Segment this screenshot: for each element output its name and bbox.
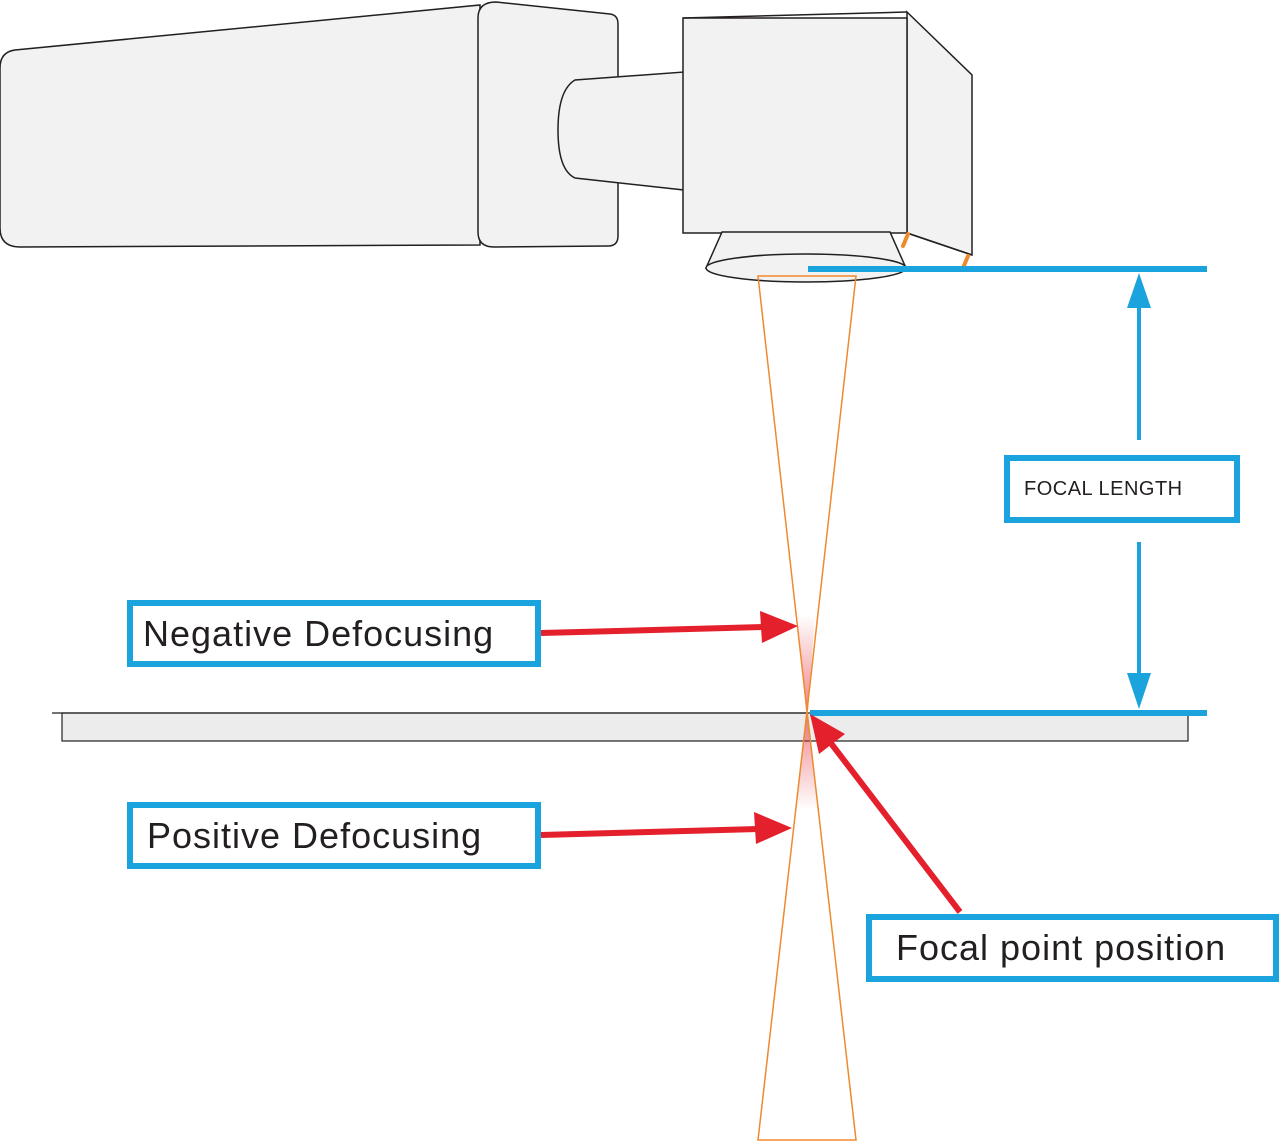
focal-length-label: FOCAL LENGTH (1004, 455, 1240, 523)
focal-point-position-label: Focal point position (866, 914, 1279, 982)
focal-length-text: FOCAL LENGTH (1024, 477, 1183, 500)
laser-source-body (0, 4, 481, 248)
pointer-pin-left (901, 232, 910, 248)
beam-expander-tube (557, 71, 685, 191)
scan-head (682, 10, 973, 283)
focal-point-arrowhead (810, 714, 845, 754)
dimension-arrowhead-down (1127, 673, 1151, 709)
laser-source-endcap (477, 1, 619, 248)
beam-cone-upper (757, 275, 857, 712)
negative-defocusing-label: Negative Defocusing (127, 600, 541, 667)
scan-head-side (906, 10, 973, 257)
focal-point-position-text: Focal point position (896, 927, 1227, 968)
laser-beam (757, 275, 857, 1141)
positive-defocusing-text: Positive Defocusing (147, 814, 483, 856)
workpiece (52, 712, 1189, 742)
dimension-arrowhead-up (1127, 273, 1151, 308)
beam-glow-lower (796, 715, 818, 810)
negative-defocus-arrow-shaft (540, 624, 766, 636)
scan-head-bottom-edge (906, 232, 973, 256)
pointer-arrows (540, 611, 963, 914)
beam-glow-upper (797, 615, 815, 711)
positive-defocus-arrowhead (754, 812, 792, 844)
scan-head-front (682, 17, 908, 234)
positive-defocusing-label: Positive Defocusing (127, 802, 541, 869)
focal-length-dimension (808, 266, 1207, 716)
workpiece-plate (61, 712, 1189, 742)
negative-defocus-arrowhead (760, 611, 798, 643)
beam-cone-lower (757, 710, 857, 1141)
laser-source (0, 1, 687, 248)
focal-point-arrow-shaft (827, 740, 963, 914)
positive-defocus-arrow-shaft (540, 826, 759, 838)
negative-defocusing-text: Negative Defocusing (143, 612, 495, 654)
